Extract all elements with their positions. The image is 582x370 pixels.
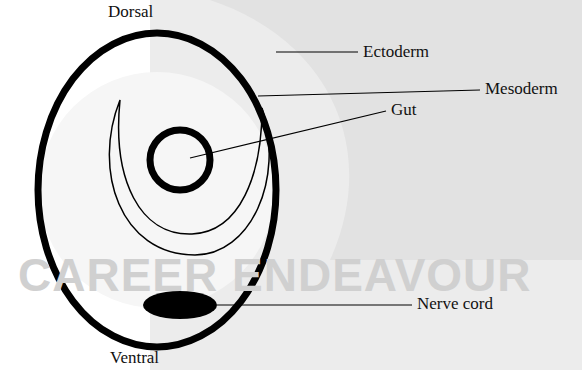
gut-circle [150, 130, 210, 190]
leader-line [190, 111, 386, 158]
leader-line [217, 304, 412, 305]
direction-label: Dorsal [108, 3, 153, 22]
part-label: Ectoderm [363, 43, 429, 62]
mesoderm-crescent [109, 100, 269, 255]
direction-label: Ventral [110, 349, 159, 368]
leader-line [258, 90, 480, 96]
leader-line [276, 51, 358, 52]
ectoderm-outline [38, 33, 276, 347]
watermark: CAREER ENDEAVOUR [18, 252, 532, 298]
part-label: Gut [391, 101, 417, 120]
part-label: Mesoderm [485, 80, 558, 99]
